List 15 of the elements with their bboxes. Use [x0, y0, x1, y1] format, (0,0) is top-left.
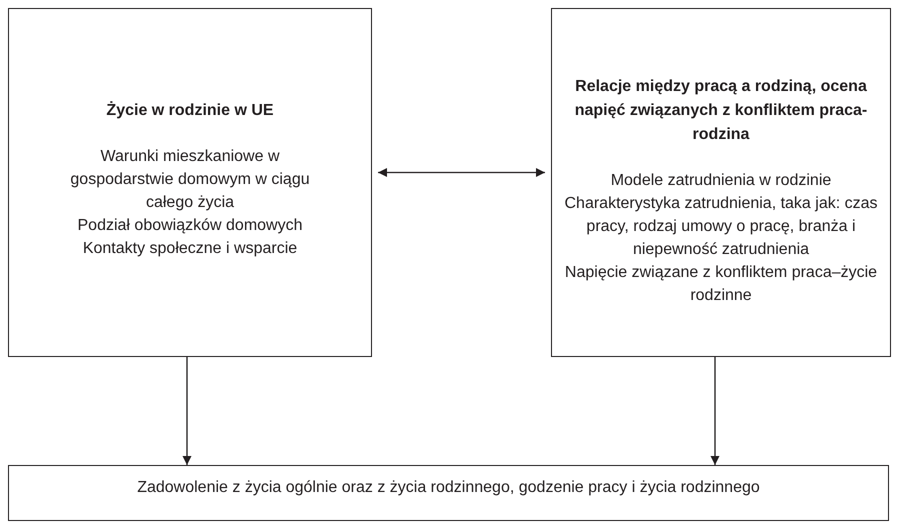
box-text: Zadowolenie z życia ogólnie oraz z życia rodzinnego, godzenie pracy i życia rodzinnego	[137, 478, 760, 498]
arrow	[182, 357, 192, 465]
box-text: Kontakty społeczne i wsparcie	[82, 239, 298, 259]
text-box	[551, 8, 891, 357]
box-heading: Relacje między pracą a rodziną, ocena napięć związanych z konfliktem praca-rodzina	[574, 77, 868, 145]
text-box	[8, 465, 889, 521]
arrow	[710, 357, 720, 465]
box-text: Warunki mieszkaniowe w gospodarstwie domowym w ciągu całego życia	[69, 147, 311, 213]
box-heading: Życie w rodzinie w UE	[105, 100, 275, 121]
box-text: Charakterystyka zatrudnienia, taka jak: czas pracy, rodzaj umowy o pracę, branża i niepewność zatrudnienia	[563, 194, 879, 260]
box-text: Modele zatrudnienia w rodzinie	[610, 171, 832, 191]
arrow	[378, 168, 545, 177]
box-text: Podział obowiązków domowych	[78, 216, 302, 236]
text-box	[8, 8, 372, 357]
box-text: Napięcie związane z konfliktem praca–życie rodzinne	[564, 263, 878, 306]
